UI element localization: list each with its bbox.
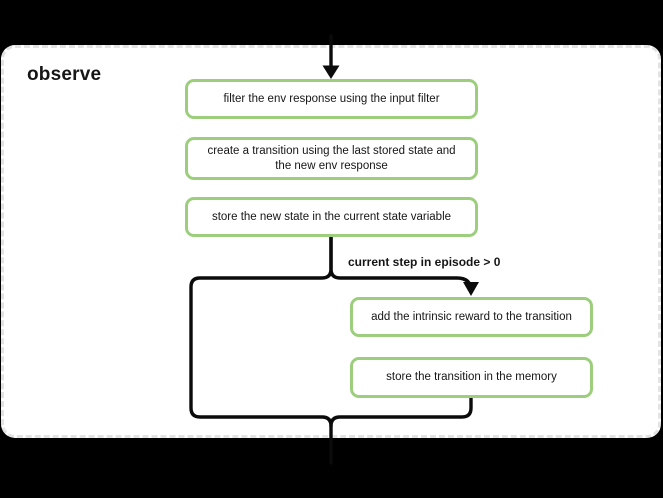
group-title: observe <box>27 64 102 85</box>
step-label: add the intrinsic reward to the transiti… <box>371 310 572 323</box>
step-create-transition: create a transition using the last store… <box>185 137 478 180</box>
step-store-transition-memory: store the transition in the memory <box>350 357 593 398</box>
step-label: create a transition using the last store… <box>207 144 456 172</box>
step-label: store the new state in the current state… <box>211 210 452 223</box>
step-label: filter the env response using the input … <box>223 92 440 105</box>
branch-condition-label: current step in episode > 0 <box>348 255 501 269</box>
step-store-new-state: store the new state in the current state… <box>185 197 478 237</box>
step-label: store the transition in the memory <box>386 371 557 384</box>
step-filter-env-response: filter the env response using the input … <box>185 79 478 119</box>
step-add-intrinsic-reward: add the intrinsic reward to the transiti… <box>350 297 593 337</box>
